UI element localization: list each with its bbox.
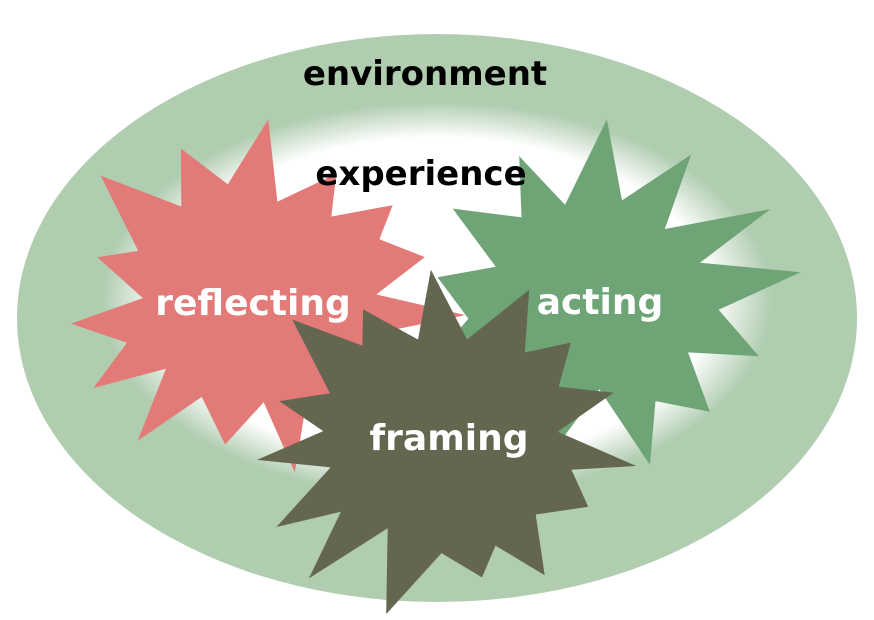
experience-label: experience [315, 154, 526, 194]
reflecting-starburst [71, 119, 466, 473]
framing-starburst [257, 269, 637, 615]
framing-node [257, 269, 637, 615]
acting-label: acting [537, 282, 664, 323]
reflecting-node [71, 119, 466, 473]
framing-label: framing [370, 418, 529, 459]
environment-label: environment [303, 54, 547, 94]
reflecting-label: reflecting [155, 283, 351, 324]
